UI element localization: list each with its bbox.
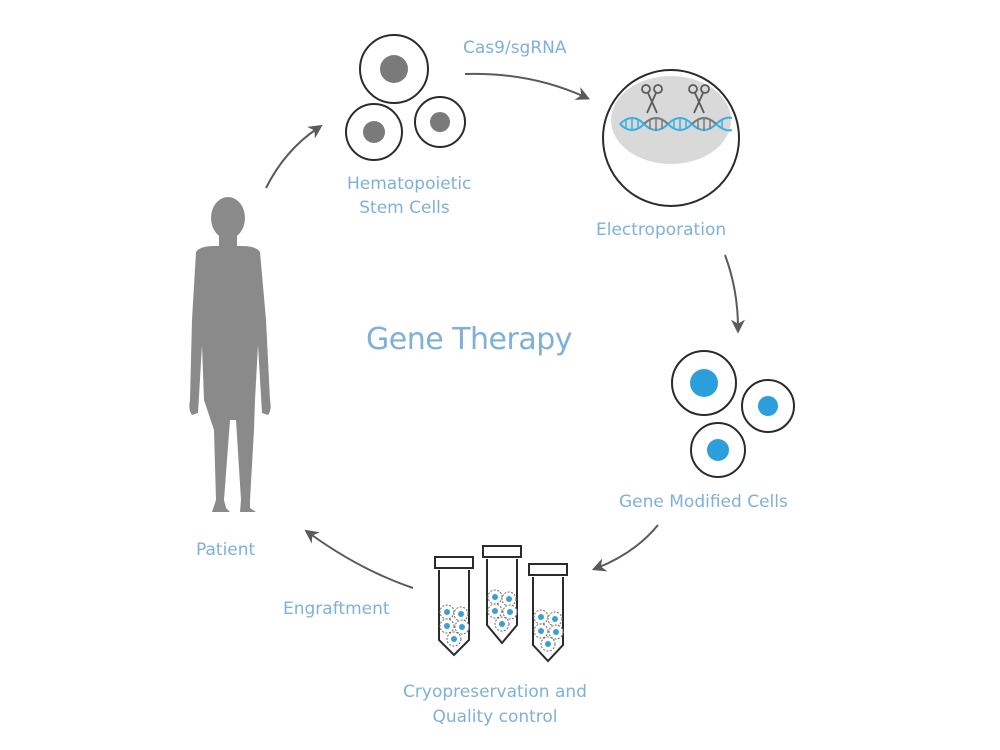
label-hsc-line2: Stem Cells <box>359 198 450 218</box>
frozen-cell-nucleus <box>545 641 551 647</box>
label-hsc-line1: Hematopoietic <box>347 174 472 194</box>
frozen-cell-nucleus <box>444 623 450 629</box>
label-patient: Patient <box>196 540 256 560</box>
frozen-cell-nucleus <box>538 614 544 620</box>
frozen-cell-nucleus <box>553 629 559 635</box>
cryo-tube <box>434 556 474 657</box>
electroporation-cell-icon <box>602 69 740 207</box>
frozen-cell-nucleus <box>552 616 558 622</box>
label-engraftment: Engraftment <box>283 599 390 619</box>
gene-modified-cells-icon <box>671 350 795 478</box>
label-gene-modified-cells: Gene Modified Cells <box>619 492 788 512</box>
cryo-tubes-icon <box>434 545 568 663</box>
tube-cap <box>434 556 474 569</box>
arrow-patient-to-hsc <box>265 124 323 189</box>
arrow-modified-to-cryo <box>591 524 659 572</box>
frozen-cell-nucleus <box>492 608 498 614</box>
frozen-cell-nucleus <box>499 621 505 627</box>
tube-cap <box>528 563 568 576</box>
frozen-cell-nucleus <box>538 628 544 634</box>
hematopoietic-stem-cells-icon <box>345 34 466 161</box>
label-cryo-line2: Quality control <box>432 707 558 727</box>
patient-silhouette-icon <box>189 197 271 512</box>
dna-helix-icon <box>619 116 733 132</box>
frozen-cell-nucleus <box>492 594 498 600</box>
frozen-cell-nucleus <box>458 611 464 617</box>
frozen-cell-nucleus <box>507 609 513 615</box>
frozen-cell-nucleus <box>444 609 450 615</box>
scissors-icon <box>688 84 710 114</box>
diagram-title: Gene Therapy <box>366 322 573 357</box>
tube-body <box>486 559 518 645</box>
cryo-tube <box>482 545 522 645</box>
arrow-hsc-to-electroporation <box>464 72 591 100</box>
cryo-tube <box>528 563 568 663</box>
frozen-cell-nucleus <box>506 596 512 602</box>
arrow-electroporation-to-modified <box>724 254 745 334</box>
arrow-cryo-to-patient <box>304 529 414 589</box>
label-cryo-line1: Cryopreservation and <box>403 682 587 702</box>
frozen-cell-nucleus <box>459 624 465 630</box>
label-electroporation: Electroporation <box>596 220 727 240</box>
label-cas9: Cas9/sgRNA <box>463 38 567 58</box>
tube-cap <box>482 545 522 558</box>
frozen-cell-nucleus <box>451 636 457 642</box>
scissors-icon <box>641 84 663 114</box>
